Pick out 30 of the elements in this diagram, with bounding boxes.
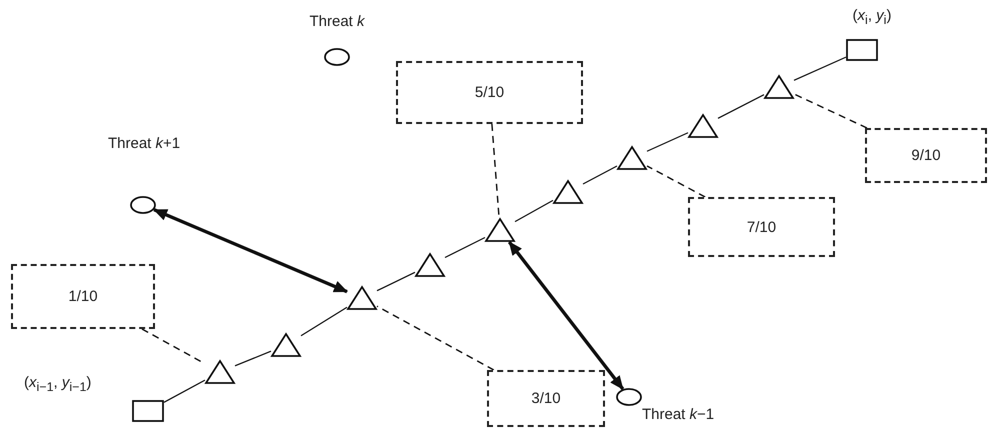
callout-box <box>396 61 583 124</box>
coordinate-label: (x$_{i−1}$, y$_{i−1}$) <box>24 373 92 396</box>
callout-box <box>688 197 835 257</box>
route-line <box>718 94 764 119</box>
route-line <box>164 380 206 403</box>
leader-line <box>794 93 868 129</box>
coordinate-label: (x$_{i}$, y$_{i}$) <box>852 6 892 29</box>
route-line <box>582 165 618 185</box>
route-line <box>376 272 416 292</box>
fraction-label: 7/10 <box>746 218 776 236</box>
route-line <box>514 200 554 222</box>
callout-box <box>11 264 155 329</box>
leader-line <box>376 306 494 371</box>
threat-label: Threat k+1 <box>108 134 180 154</box>
fraction-label: 5/10 <box>474 84 504 101</box>
fraction-label: 1/10 <box>68 288 98 305</box>
route-line <box>234 350 272 366</box>
route-line <box>646 132 688 152</box>
callout-box <box>487 370 605 427</box>
route-line <box>794 56 846 81</box>
fraction-label: 3/10 <box>531 390 561 407</box>
threat-label: Threat k−1 <box>642 405 714 425</box>
callout-box <box>865 128 987 183</box>
fraction-label: 9/10 <box>911 147 941 164</box>
route-line <box>300 306 348 336</box>
leader-line <box>646 165 706 198</box>
route-line <box>444 236 486 258</box>
arrow <box>508 240 624 390</box>
arrow <box>153 208 348 294</box>
threat-label: Threat k <box>308 12 366 32</box>
